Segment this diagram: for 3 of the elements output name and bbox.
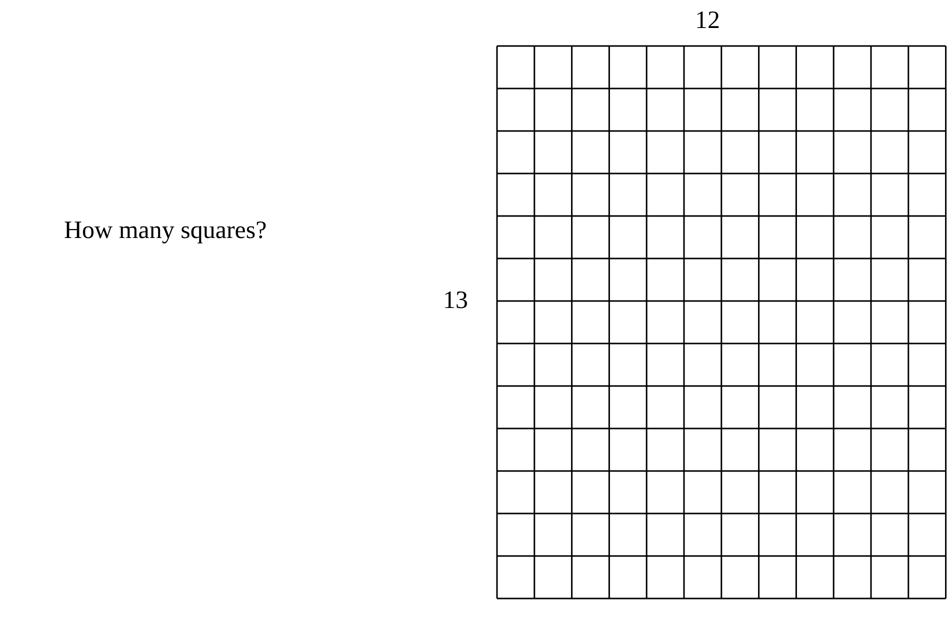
dimension-label: 13 <box>443 288 468 313</box>
dimension-label: 12 <box>695 8 720 33</box>
question-text: How many squares? <box>64 218 267 243</box>
